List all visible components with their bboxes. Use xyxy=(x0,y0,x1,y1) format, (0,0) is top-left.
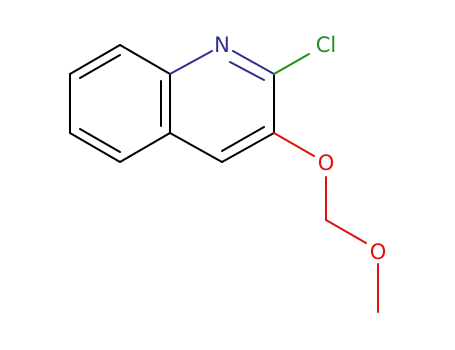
bond-c8a-n1 xyxy=(169,50,213,75)
bond-c3-o xyxy=(273,132,315,157)
bonds xyxy=(69,44,379,313)
bond-c8-c7 xyxy=(69,44,121,75)
ether-oxygen-label: O xyxy=(318,151,335,175)
bond-n1-c2 xyxy=(232,50,275,75)
bond-ch2-o xyxy=(325,219,367,244)
bond-c2-cl xyxy=(273,53,310,75)
nitrogen-label: N xyxy=(214,33,230,57)
bond-n1-c2-inner xyxy=(229,61,265,81)
bond-c8a-c8 xyxy=(119,44,171,75)
bond-c5-c4a xyxy=(119,132,171,163)
atom-labels: N Cl O O xyxy=(214,33,386,264)
bond-c8-c7-inner xyxy=(79,54,121,79)
chlorine-label: Cl xyxy=(316,33,337,57)
bond-c4-c4a xyxy=(169,132,223,163)
bond-c3-c4 xyxy=(221,132,275,163)
bond-c3-c4-inner xyxy=(221,126,265,152)
methoxy-oxygen-label: O xyxy=(370,240,387,264)
bond-c6-c5-inner xyxy=(79,128,121,153)
bond-c6-c5 xyxy=(69,132,121,163)
